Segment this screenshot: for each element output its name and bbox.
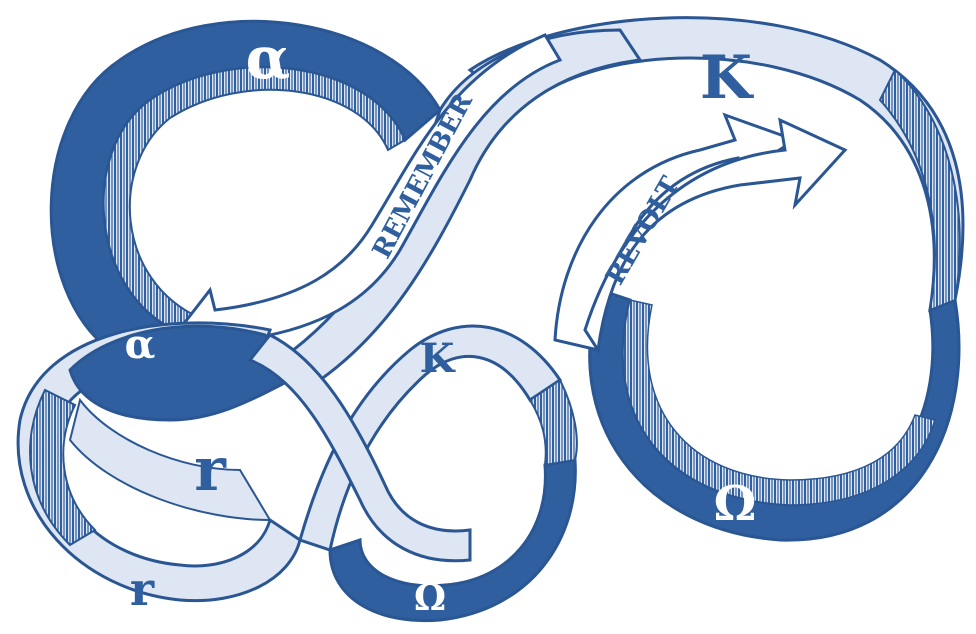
small-alpha-label: α [125,321,156,368]
large-adaptive-cycle: α K Ω REMEMBER REVOLT [49,16,965,542]
small-omega-label: Ω [414,577,446,619]
small-omega-loop-band [328,458,577,623]
small-r-outer-label: r [130,562,155,616]
small-r-inner-label: r [194,435,227,505]
large-kappa-loop-hatch-edge [878,68,961,312]
large-kappa-label: K [700,43,754,113]
small-r-inner-band [68,397,272,522]
small-kappa-label: K [420,335,456,382]
small-alpha-band [68,324,303,422]
large-omega-loop-hatch [622,299,936,506]
small-r-loop-hatch [29,388,97,547]
small-crossing-band-2 [247,333,472,563]
revolt-arrow-band-2 [583,117,848,355]
large-omega-label: Ω [714,476,757,532]
small-adaptive-cycle: α K r r Ω [16,321,578,623]
large-alpha-label: α [246,24,291,92]
small-omega-loop-hatch [528,378,578,467]
